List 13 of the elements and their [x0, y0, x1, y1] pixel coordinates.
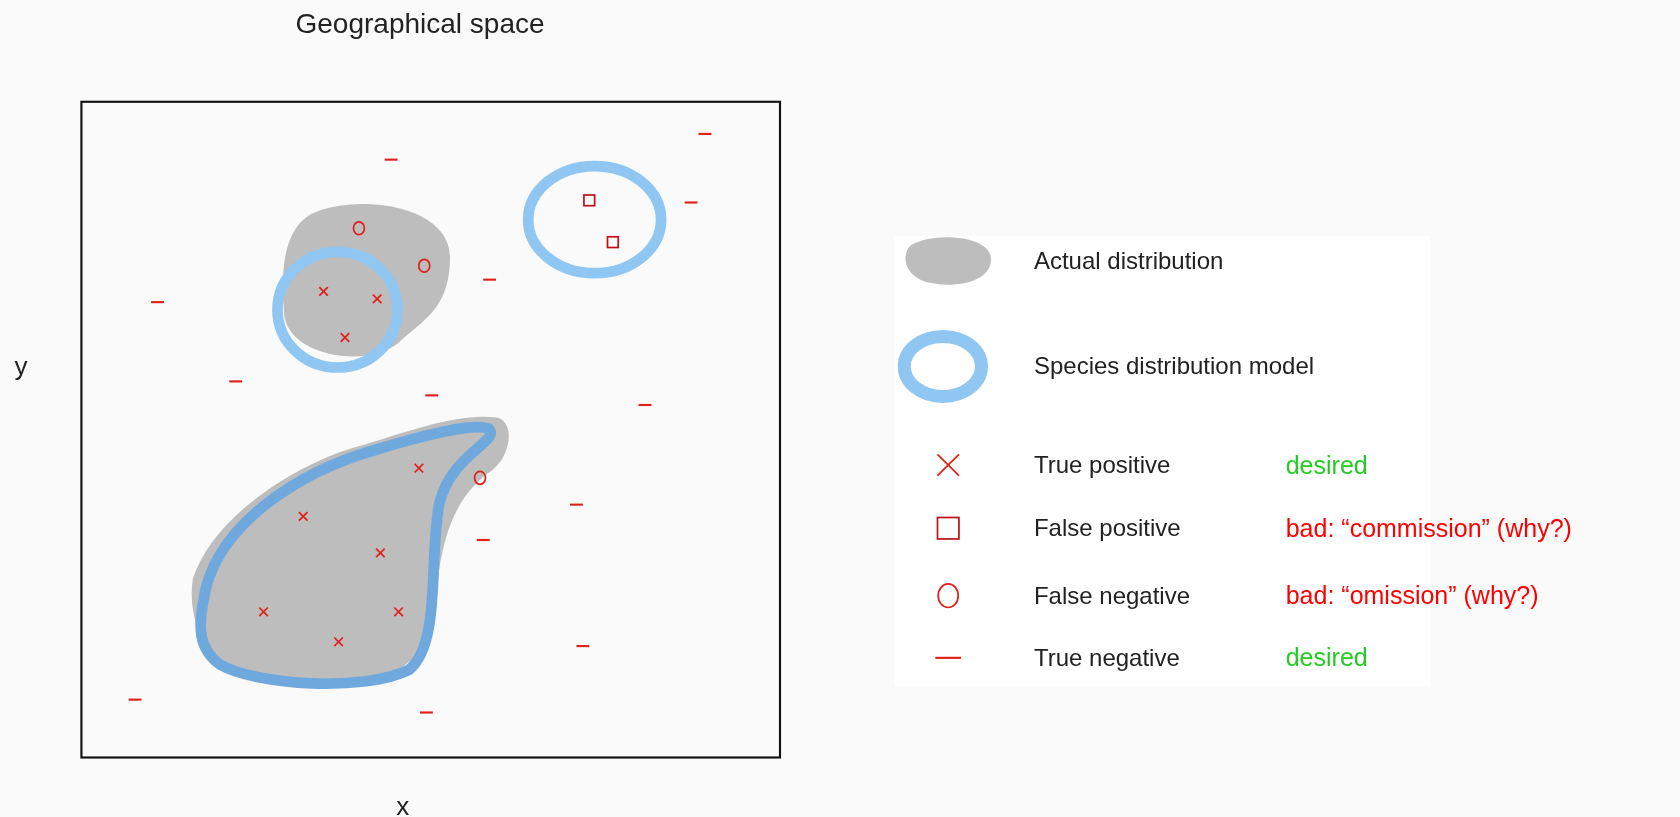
- map-title: Geographical space: [295, 10, 545, 38]
- legend-label: False positive: [1033, 516, 1181, 541]
- legend-label: Actual distribution: [1033, 249, 1224, 274]
- axis-label: y: [14, 353, 28, 380]
- annotation: desired: [1285, 645, 1368, 671]
- legend-label: False negative: [1033, 583, 1190, 608]
- legend-label: True positive: [1033, 453, 1171, 477]
- annotation: bad: “commission” (why?): [1285, 515, 1572, 541]
- annotation: bad: “omission” (why?): [1285, 583, 1539, 609]
- legend-label: Species distribution model: [1033, 354, 1315, 379]
- legend-label: True negative: [1033, 645, 1180, 670]
- axis-label: x: [396, 792, 410, 817]
- annotation: desired: [1285, 452, 1368, 478]
